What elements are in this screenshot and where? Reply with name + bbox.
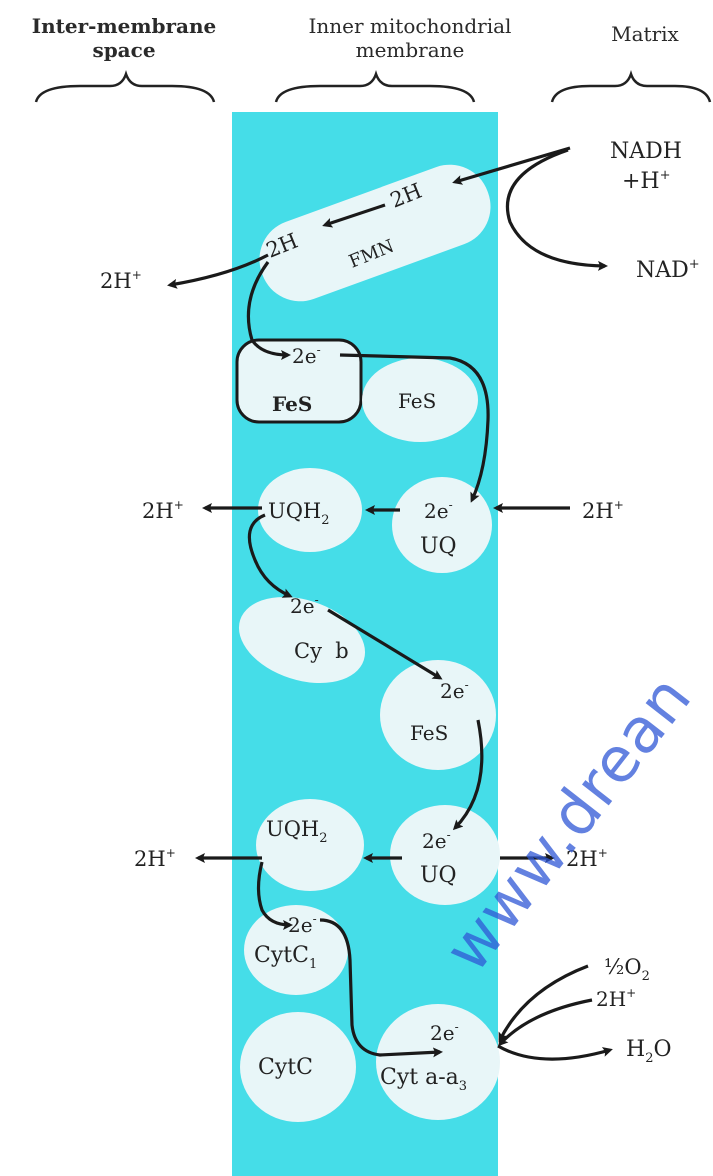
label-nadh: NADH bbox=[610, 139, 682, 164]
label-fes-1: FeS bbox=[272, 392, 312, 416]
header-intermembrane-line1: Inter-membrane bbox=[31, 14, 217, 38]
label-2h-out-3: 2H+ bbox=[134, 846, 176, 871]
label-2h-in-1: 2H+ bbox=[582, 498, 624, 523]
fmn-complex bbox=[259, 164, 491, 302]
cyt-a-a3-node bbox=[376, 1004, 500, 1120]
label-cyt-a-a3: Cyt a-a3 bbox=[380, 1065, 467, 1094]
arrow-fmn-to-2h-out bbox=[167, 253, 269, 289]
label-fes-3: FeS bbox=[410, 721, 448, 745]
cyt-c-node bbox=[240, 1012, 356, 1122]
header-matrix: Matrix bbox=[611, 22, 679, 46]
arrow-nadh-to-nad bbox=[505, 148, 608, 271]
label-uqh2-1: UQH2 bbox=[268, 499, 330, 528]
arrow-2h-to-fmn bbox=[322, 203, 386, 228]
label-2h-in-2: 2H+ bbox=[566, 846, 608, 871]
header-inner-line1: Inner mitochondrial bbox=[308, 14, 512, 38]
header-inner-membrane: Inner mitochondrial membrane bbox=[255, 14, 565, 62]
arrow-fmn-to-fes bbox=[246, 261, 291, 360]
label-uq-2: UQ bbox=[420, 863, 457, 888]
fes-complex-2 bbox=[362, 358, 478, 442]
arrow-fes-to-uq bbox=[339, 353, 490, 503]
label-cyt-c1: CytC1 bbox=[254, 943, 317, 972]
label-2h-out-1: 2H+ bbox=[100, 268, 142, 293]
arrow-cyt-c1-to-cyt-a-a3 bbox=[319, 918, 443, 1058]
label-nad: NAD+ bbox=[636, 257, 700, 283]
header-intermembrane-line2: space bbox=[92, 38, 156, 62]
arrow-nadh-to-2h bbox=[452, 146, 571, 185]
cyt-c1-node bbox=[244, 905, 348, 995]
cyt-b-node bbox=[238, 596, 366, 684]
fes-complex-highlighted bbox=[235, 338, 363, 424]
arrow-fes-to-uq-2 bbox=[452, 719, 484, 831]
brace-inner-membrane bbox=[274, 70, 476, 103]
arrow-uqh2-to-cyt-b bbox=[247, 513, 293, 598]
brace-matrix bbox=[550, 70, 712, 103]
label-fes-2: FeS bbox=[398, 389, 436, 413]
uqh2-node-1 bbox=[258, 468, 362, 552]
label-cyt-c: CytC bbox=[258, 1055, 313, 1080]
label-2e-fes-1: 2e- bbox=[292, 343, 321, 368]
brace-intermembrane bbox=[34, 70, 216, 103]
label-2e-uq-2: 2e- bbox=[422, 828, 451, 853]
reaction-arrows bbox=[167, 146, 613, 1061]
label-2e-cyt-a-a3: 2e- bbox=[430, 1020, 459, 1045]
label-2e-cyt-b: 2e- bbox=[290, 593, 319, 618]
label-plus-h: +H+ bbox=[622, 168, 671, 194]
fes-node-3 bbox=[380, 660, 496, 770]
label-uq-1: UQ bbox=[420, 534, 457, 559]
arrow-2h-o2-in bbox=[497, 998, 593, 1047]
header-intermembrane-space: Inter-membrane space bbox=[8, 14, 240, 62]
arrow-o2-in bbox=[498, 964, 589, 1043]
label-cyt-b: Cy b bbox=[294, 639, 349, 663]
label-half-o2: ½O2 bbox=[604, 955, 650, 984]
arrow-to-h2o bbox=[497, 1044, 613, 1061]
uq-node-2 bbox=[390, 805, 500, 905]
arrow-uqh2-to-cyt-c1 bbox=[256, 861, 293, 930]
label-2e-uq-1: 2e- bbox=[424, 498, 453, 523]
header-inner-line2: membrane bbox=[355, 38, 465, 62]
label-2e-cyt-c1: 2e- bbox=[288, 912, 317, 937]
label-2e-fes-3: 2e- bbox=[440, 678, 469, 703]
arrow-cyt-b-to-fes bbox=[327, 608, 443, 680]
label-uqh2-2: UQH2 bbox=[266, 817, 328, 846]
label-h2o: H2O bbox=[626, 1037, 672, 1066]
uq-node-1 bbox=[392, 477, 492, 573]
label-2h-o2: 2H+ bbox=[596, 986, 636, 1011]
label-2h-out-2: 2H+ bbox=[142, 498, 184, 523]
uqh2-node-2 bbox=[256, 799, 364, 891]
